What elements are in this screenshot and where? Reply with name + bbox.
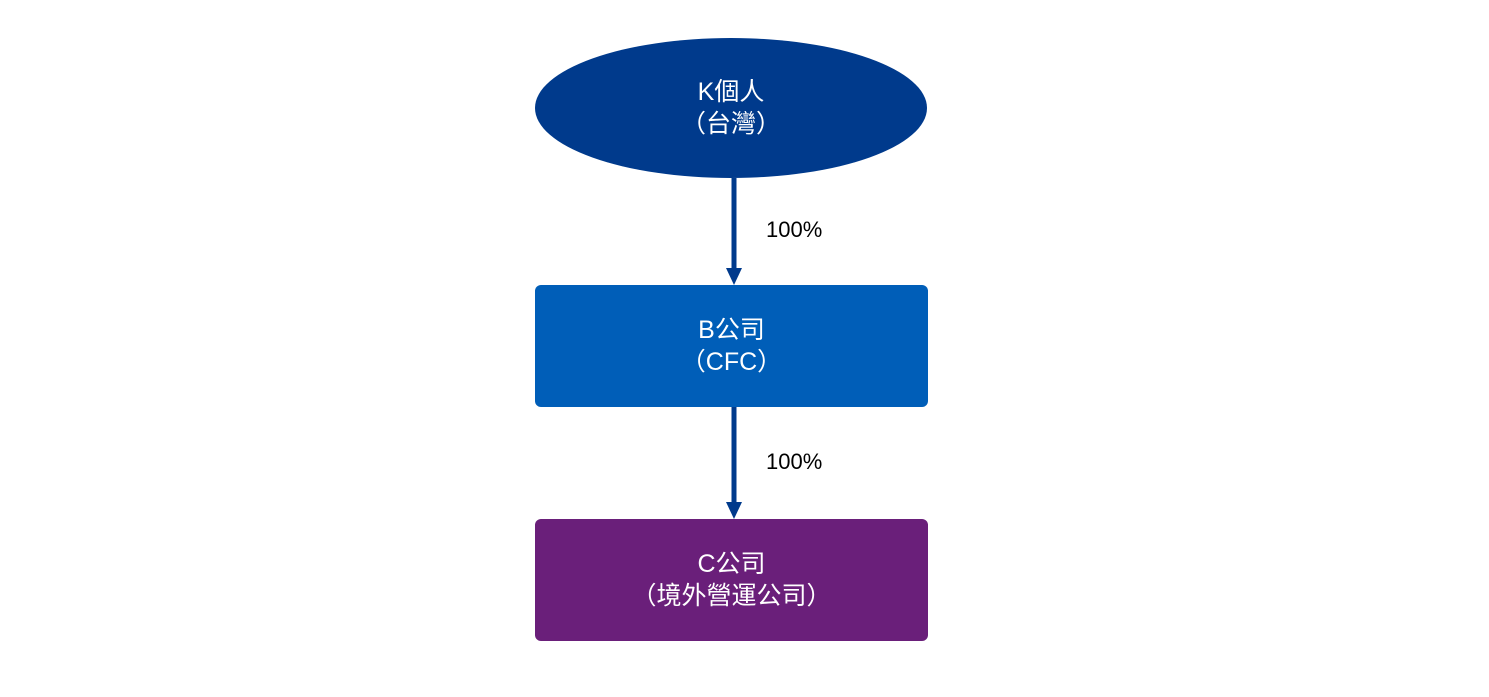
node-subtitle: （台灣） bbox=[680, 110, 781, 138]
node-title: B公司 bbox=[698, 316, 765, 344]
edge-label-k-b: 100% bbox=[766, 217, 823, 242]
node-title: K個人 bbox=[697, 78, 765, 106]
node-subtitle: （境外營運公司） bbox=[631, 582, 832, 610]
arrow-b-to-c bbox=[726, 407, 742, 519]
node-title: C公司 bbox=[697, 550, 766, 578]
node-b-company[interactable]: B公司 （CFC） bbox=[535, 285, 928, 407]
edge-label-b-c: 100% bbox=[766, 449, 823, 474]
node-k-individual[interactable]: K個人 （台灣） bbox=[535, 38, 927, 178]
node-subtitle: （CFC） bbox=[680, 348, 783, 376]
node-c-company[interactable]: C公司 （境外營運公司） bbox=[535, 519, 928, 641]
arrow-k-to-b bbox=[726, 178, 742, 285]
